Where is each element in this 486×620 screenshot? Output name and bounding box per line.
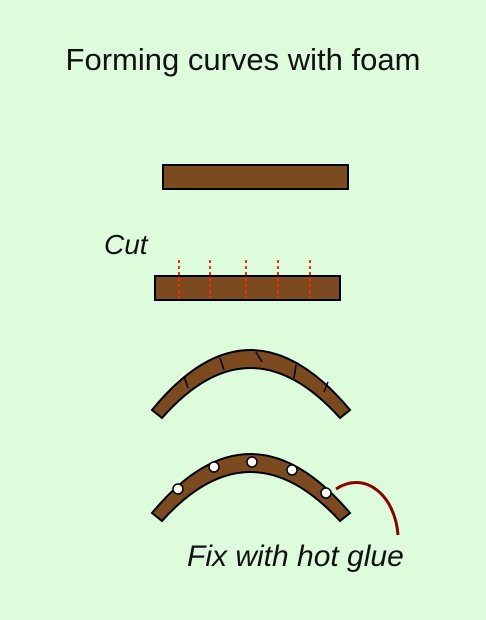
diagram-title: Forming curves with foam	[65, 42, 421, 77]
glue-dots	[172, 456, 332, 499]
glue-label: Fix with hot glue	[187, 540, 404, 573]
glue-dot	[246, 456, 258, 468]
bent-foam-strip	[150, 349, 352, 420]
cut-foam-strip	[154, 260, 341, 301]
bent-strip-body	[150, 349, 352, 420]
glue-dot	[286, 464, 298, 476]
glue-dot	[320, 487, 332, 499]
notches	[183, 351, 329, 393]
glue-dot	[172, 483, 184, 495]
flat-foam-strip	[162, 164, 349, 190]
glued-foam-strip	[150, 453, 400, 536]
glue-dot	[208, 461, 220, 473]
cut-strip-body	[154, 275, 341, 301]
cut-lines	[178, 260, 311, 298]
cut-label: Cut	[104, 229, 148, 260]
glue-leader-line	[335, 481, 400, 536]
